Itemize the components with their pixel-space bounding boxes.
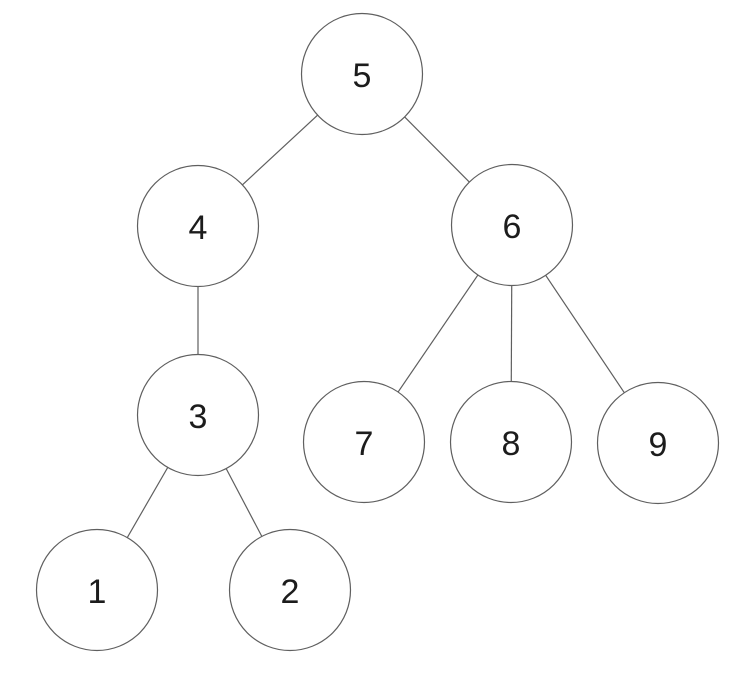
node-circle-7 [302, 380, 426, 504]
node-circle-9 [596, 381, 720, 505]
node-circle-6 [450, 163, 574, 287]
node-label-7: 7 [355, 425, 374, 463]
node-label-2: 2 [281, 573, 300, 611]
node-label-5: 5 [353, 57, 372, 95]
tree-node-4: 4 [136, 164, 260, 288]
tree-node-3: 3 [136, 353, 260, 477]
tree-node-5: 5 [300, 12, 424, 136]
node-label-6: 6 [503, 208, 522, 246]
node-circle-2 [228, 528, 352, 652]
node-label-8: 8 [502, 425, 521, 463]
node-label-1: 1 [88, 573, 107, 611]
node-label-9: 9 [649, 426, 668, 464]
tree-node-6: 6 [450, 163, 574, 287]
node-circle-5 [300, 12, 424, 136]
tree-node-7: 7 [302, 380, 426, 504]
node-circle-4 [136, 164, 260, 288]
tree-node-1: 1 [35, 528, 159, 652]
node-circle-3 [136, 353, 260, 477]
node-circle-8 [449, 380, 573, 504]
node-circle-1 [35, 528, 159, 652]
tree-node-8: 8 [449, 380, 573, 504]
node-label-3: 3 [189, 398, 208, 436]
tree-node-9: 9 [596, 381, 720, 505]
tree-node-2: 2 [228, 528, 352, 652]
node-label-4: 4 [189, 209, 208, 247]
